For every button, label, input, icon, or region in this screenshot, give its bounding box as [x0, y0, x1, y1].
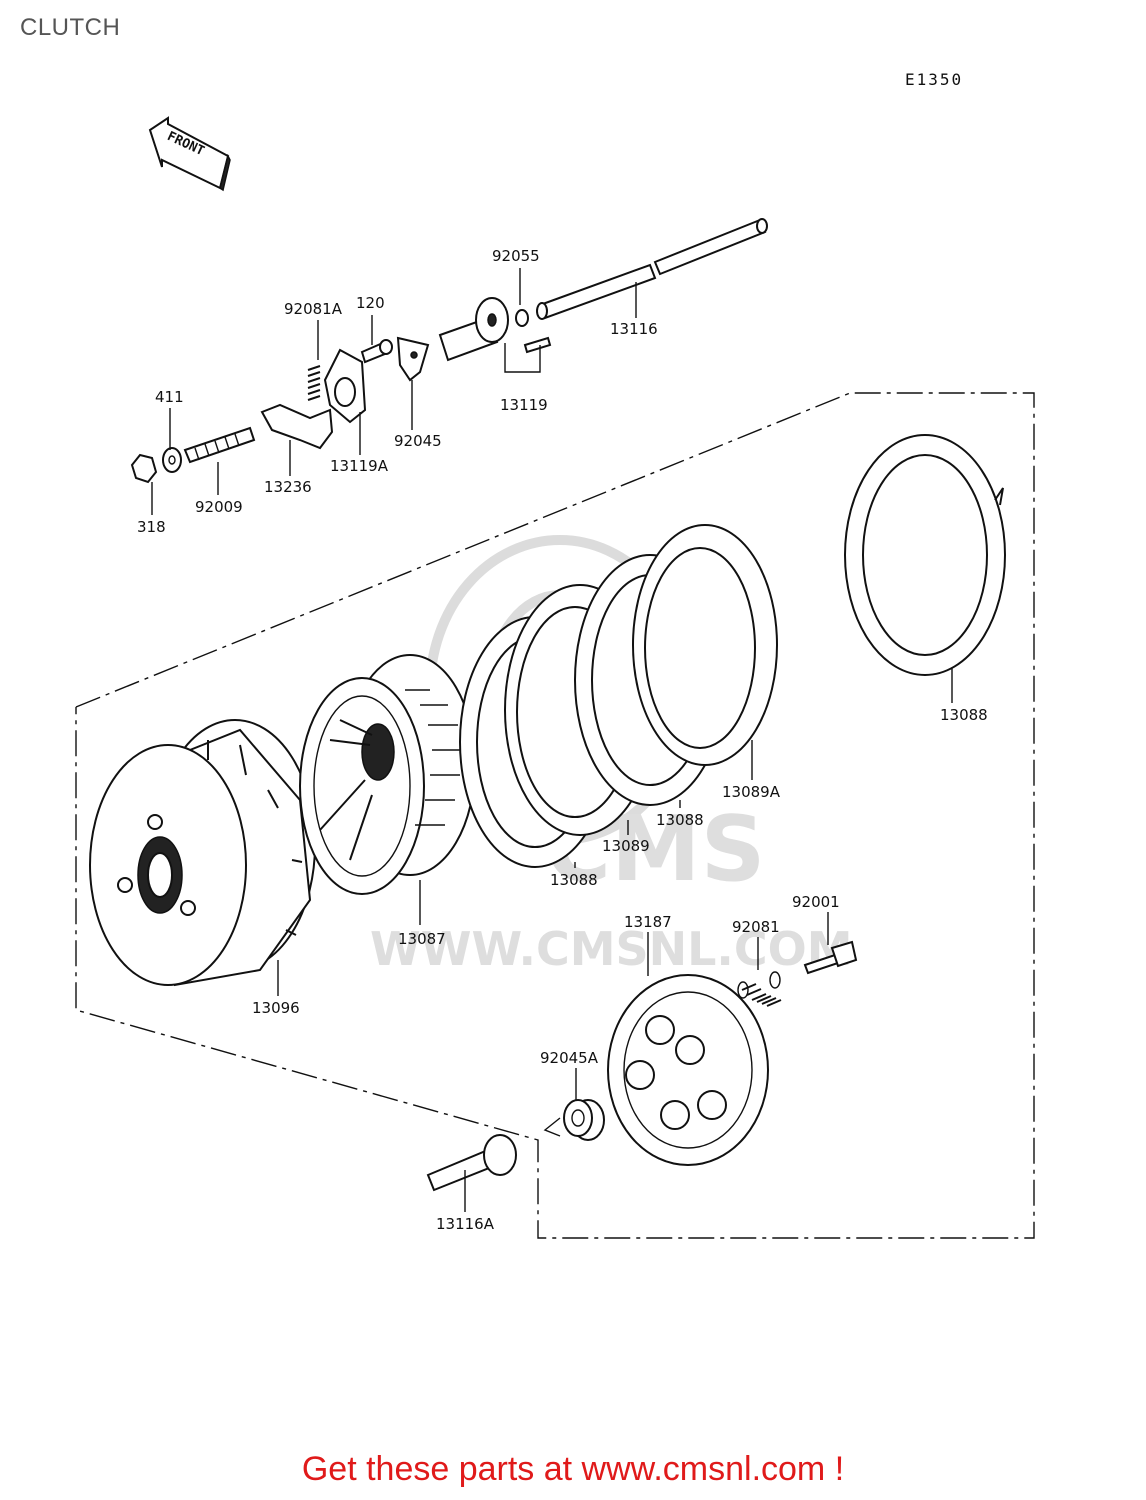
assembly-dash-outline	[75, 392, 1035, 1239]
release-shaft	[438, 297, 552, 362]
spring-bolt	[803, 940, 858, 975]
nut-318	[130, 453, 158, 484]
part-label-92045[interactable]: 92045	[394, 432, 442, 450]
push-rod-short	[426, 1134, 517, 1192]
part-label-92045A[interactable]: 92045A	[540, 1049, 599, 1067]
part-label-92081A[interactable]: 92081A	[284, 300, 343, 318]
part-labels: 92055 92081A 120 13116 411 13119 92045 1…	[137, 247, 988, 1233]
part-label-13236[interactable]: 13236	[264, 478, 312, 496]
footer-link[interactable]: Get these parts at www.cmsnl.com !	[301, 1450, 845, 1488]
part-label-92009[interactable]: 92009	[195, 498, 243, 516]
lever-housing	[323, 339, 393, 424]
clutch-housing	[89, 719, 316, 987]
part-label-13116[interactable]: 13116	[610, 320, 658, 338]
clutch-spring	[737, 971, 782, 1007]
part-label-13116A[interactable]: 13116A	[436, 1215, 495, 1233]
part-label-318[interactable]: 318	[137, 518, 166, 536]
friction-plate-3	[844, 434, 1006, 676]
part-label-92081[interactable]: 92081	[732, 918, 780, 936]
part-label-13088-a[interactable]: 13088	[940, 706, 988, 724]
part-label-13088-c[interactable]: 13088	[550, 871, 598, 889]
part-label-120[interactable]: 120	[356, 294, 385, 312]
steel-plate-2	[632, 524, 778, 766]
page-title: CLUTCH	[20, 14, 121, 41]
pressure-plate	[607, 974, 769, 1166]
small-spring	[307, 365, 321, 401]
adjust-stud	[183, 426, 256, 464]
watermark-url-text: WWW.CMSNL.COM	[370, 922, 853, 976]
leader-lines	[151, 268, 953, 1212]
part-label-13119A[interactable]: 13119A	[330, 457, 389, 475]
front-arrow-icon: FRONT	[148, 116, 231, 192]
part-label-13119[interactable]: 13119	[500, 396, 548, 414]
part-label-411[interactable]: 411	[155, 388, 184, 406]
part-label-13089A[interactable]: 13089A	[722, 783, 781, 801]
part-label-13096[interactable]: 13096	[252, 999, 300, 1017]
part-label-13088-b[interactable]: 13088	[656, 811, 704, 829]
diagram-code: E1350	[905, 70, 964, 89]
clutch-hub	[299, 654, 476, 895]
release-plate	[396, 336, 430, 382]
part-label-13089[interactable]: 13089	[602, 837, 650, 855]
push-rod	[536, 218, 768, 320]
release-lever	[260, 403, 334, 450]
part-label-13087[interactable]: 13087	[398, 930, 446, 948]
exploded-parts-diagram: CMS WWW.CMSNL.COM FRONT	[75, 116, 1035, 1239]
part-label-92055[interactable]: 92055	[492, 247, 540, 265]
part-label-92001[interactable]: 92001	[792, 893, 840, 911]
release-bearing	[543, 1099, 605, 1141]
washer-411	[162, 447, 182, 473]
part-label-13187[interactable]: 13187	[624, 913, 672, 931]
